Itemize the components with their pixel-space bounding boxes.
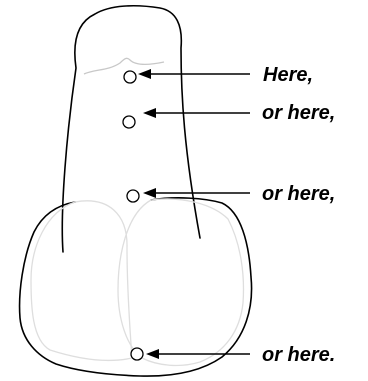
arrowhead-2 bbox=[143, 108, 156, 118]
callout-label-4: or here. bbox=[262, 344, 335, 366]
marker-circle-1 bbox=[124, 71, 136, 83]
glans-line bbox=[84, 58, 164, 74]
arrowhead-1 bbox=[138, 69, 151, 79]
marker-circle-4 bbox=[131, 348, 143, 360]
right-inner-oval bbox=[118, 199, 243, 366]
callout-label-3: or here, bbox=[262, 183, 335, 205]
marker-circle-2 bbox=[123, 116, 135, 128]
callout-label-2: or here, bbox=[262, 102, 335, 124]
arrowhead-3 bbox=[143, 188, 156, 198]
arrowhead-4 bbox=[146, 349, 159, 359]
marker-circle-3 bbox=[127, 190, 139, 202]
callout-label-1: Here, bbox=[263, 64, 313, 86]
left-inner-oval bbox=[31, 201, 132, 361]
